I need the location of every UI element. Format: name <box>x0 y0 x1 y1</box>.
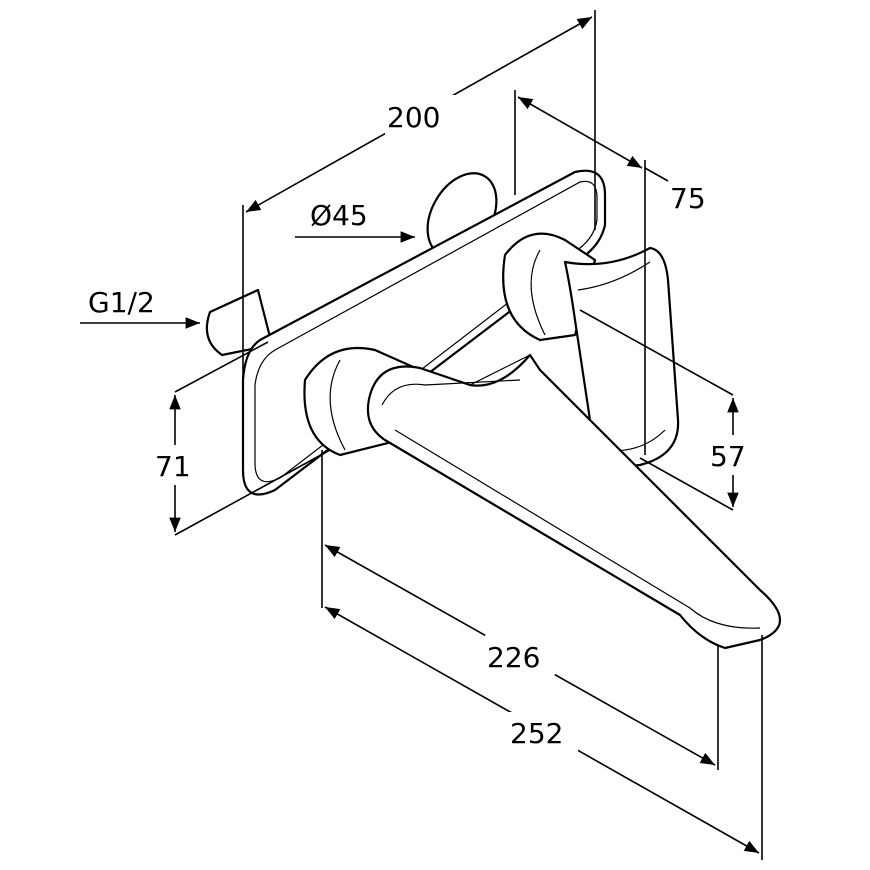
dimension-g12: G1/2 <box>80 286 200 329</box>
dimension-200: 200 <box>242 10 596 390</box>
pipe-under-plate <box>469 354 531 386</box>
handle-ring <box>530 249 546 336</box>
dim-label-226: 226 <box>487 641 540 674</box>
dimension-71: 71 <box>150 341 331 536</box>
dimension-diameter-45: Ø45 <box>295 199 415 243</box>
dim-label-75: 75 <box>670 182 706 215</box>
dim-label-diameter-45: Ø45 <box>310 199 368 232</box>
dim-label-71: 71 <box>155 450 191 483</box>
handle-lever <box>563 246 680 470</box>
dimension-57: 57 <box>579 309 758 511</box>
handle-cartridge <box>502 232 597 342</box>
dimension-252: 252 <box>324 606 763 860</box>
dim-label-252: 252 <box>510 717 563 750</box>
dimension-75: 75 <box>514 90 706 455</box>
spout-ring <box>329 359 346 451</box>
dim-label-g12: G1/2 <box>88 286 155 319</box>
dim-label-200: 200 <box>387 101 440 134</box>
dim-label-57: 57 <box>710 440 746 473</box>
faucet-body <box>205 169 781 650</box>
